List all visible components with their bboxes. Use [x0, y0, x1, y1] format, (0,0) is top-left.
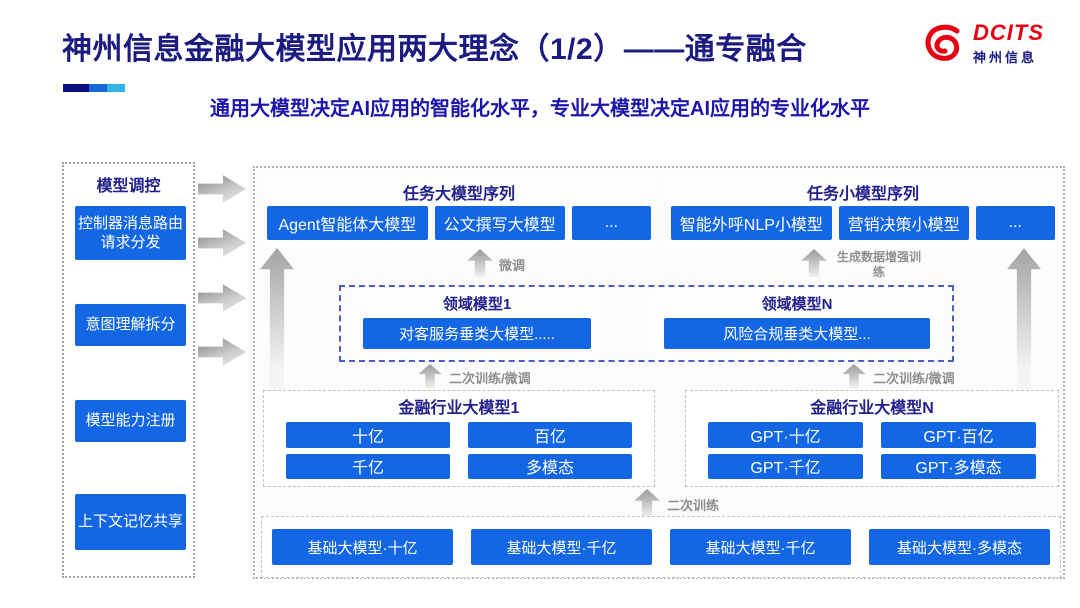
node-base-hundred-billion-2: 基础大模型·千亿 [670, 529, 851, 565]
node-multimodal: 多模态 [468, 453, 632, 479]
domain-model-1-group: 领域模型1 对客服务垂类大模型..... [351, 291, 603, 356]
task-large-series-group: 任务大模型序列 Agent智能体大模型 公文撰写大模型 ... [263, 177, 655, 246]
task-small-series-group: 任务小模型序列 智能外呼NLP小模型 营销决策小模型 ... [667, 177, 1059, 246]
sidebar-item-message-routing: 控制器消息路由请求分发 [75, 206, 186, 260]
node-agent-large-model: Agent智能体大模型 [267, 206, 428, 240]
node-risk-compliance-model: 风险合规垂类大模型... [664, 318, 930, 349]
node-grid: 十亿 百亿 千亿 多模态 [286, 422, 632, 479]
brand-logo: DCITS 神州信息 [921, 22, 1044, 66]
brand-text: DCITS 神州信息 [973, 22, 1044, 66]
node-ten-billion-param: 百亿 [468, 422, 632, 448]
node-marketing-decision-model: 营销决策小模型 [838, 206, 969, 240]
node-customer-service-model: 对客服务垂类大模型..... [363, 318, 591, 349]
right-arrow-icon [198, 229, 246, 257]
up-arrow-icon [418, 364, 442, 388]
label-secondary-finetune-right: 二次训练/微调 [873, 371, 955, 386]
model-control-panel: 模型调控 控制器消息路由请求分发 意图理解拆分 模型能力注册 上下文记忆共享 [62, 162, 195, 578]
dcits-swirl-icon [925, 24, 960, 61]
sidebar-item-capability-registry: 模型能力注册 [75, 400, 186, 442]
industry-model-n-group: 金融行业大模型N GPT·十亿 GPT·百亿 GPT·千亿 GPT·多模态 [685, 390, 1059, 487]
node-base-multimodal: 基础大模型·多模态 [869, 529, 1050, 565]
tall-up-arrow-icon [1007, 248, 1041, 390]
sidebar-item-intent-split: 意图理解拆分 [75, 304, 186, 346]
right-arrow-icon [198, 338, 246, 366]
brand-caption: 神州信息 [973, 50, 1038, 65]
up-arrow-icon [842, 364, 866, 388]
industry-model-1-group: 金融行业大模型1 十亿 百亿 千亿 多模态 [263, 390, 655, 487]
node-outbound-nlp-model: 智能外呼NLP小模型 [671, 206, 832, 240]
node-hundred-billion-param: 千亿 [286, 453, 450, 479]
sidebar-item-context-memory: 上下文记忆共享 [75, 494, 186, 550]
group-title: 金融行业大模型N [810, 400, 934, 417]
title-accent-bar [63, 84, 125, 92]
slide-subtitle: 通用大模型决定AI应用的智能化水平，专业大模型决定AI应用的专业化水平 [210, 98, 870, 120]
node-gpt-multimodal: GPT·多模态 [881, 453, 1036, 479]
node-gpt-billion-param: GPT·十亿 [708, 422, 863, 448]
node-gpt-hundred-billion-param: GPT·千亿 [708, 453, 863, 479]
node-billion-param: 十亿 [286, 422, 450, 448]
label-secondary-training: 二次训练 [667, 498, 720, 513]
group-title: 金融行业大模型1 [398, 400, 520, 417]
group-title: 领域模型N [761, 296, 833, 313]
up-arrow-icon [634, 489, 660, 517]
domain-model-n-group: 领域模型N 风险合规垂类大模型... [652, 291, 942, 356]
node-base-billion: 基础大模型·十亿 [272, 529, 453, 565]
group-title: 领域模型1 [442, 296, 512, 313]
base-models-box: 基础大模型·十亿 基础大模型·千亿 基础大模型·千亿 基础大模型·多模态 [261, 516, 1061, 578]
sidebar-title: 模型调控 [96, 178, 161, 195]
up-arrow-icon [467, 249, 493, 277]
label-finetune: 微调 [499, 258, 526, 273]
node-grid: GPT·十亿 GPT·百亿 GPT·千亿 GPT·多模态 [708, 422, 1036, 479]
brand-name: DCITS [973, 20, 1044, 45]
node-row: Agent智能体大模型 公文撰写大模型 ... [267, 206, 652, 240]
node-base-hundred-billion-1: 基础大模型·千亿 [471, 529, 652, 565]
node-document-writing-model: 公文撰写大模型 [434, 206, 565, 240]
node-more-large-models: ... [571, 206, 652, 240]
right-arrow-icon [198, 175, 246, 203]
node-more-small-models: ... [975, 206, 1056, 240]
label-secondary-finetune-left: 二次训练/微调 [449, 371, 531, 386]
tall-up-arrow-icon [260, 248, 294, 390]
label-gen-data-training: 生成数据增强训练 [836, 250, 921, 279]
page-title: 神州信息金融大模型应用两大理念（1/2）——通专融合 [62, 33, 807, 66]
group-title: 任务大模型序列 [402, 186, 515, 203]
domain-models-box [339, 285, 954, 362]
right-arrow-icon [198, 284, 246, 312]
diagram-container: 任务大模型序列 Agent智能体大模型 公文撰写大模型 ... 任务小模型序列 … [253, 166, 1065, 579]
group-title: 任务小模型序列 [806, 186, 919, 203]
up-arrow-icon [801, 249, 827, 277]
node-row: 智能外呼NLP小模型 营销决策小模型 ... [671, 206, 1056, 240]
node-gpt-ten-billion-param: GPT·百亿 [881, 422, 1036, 448]
